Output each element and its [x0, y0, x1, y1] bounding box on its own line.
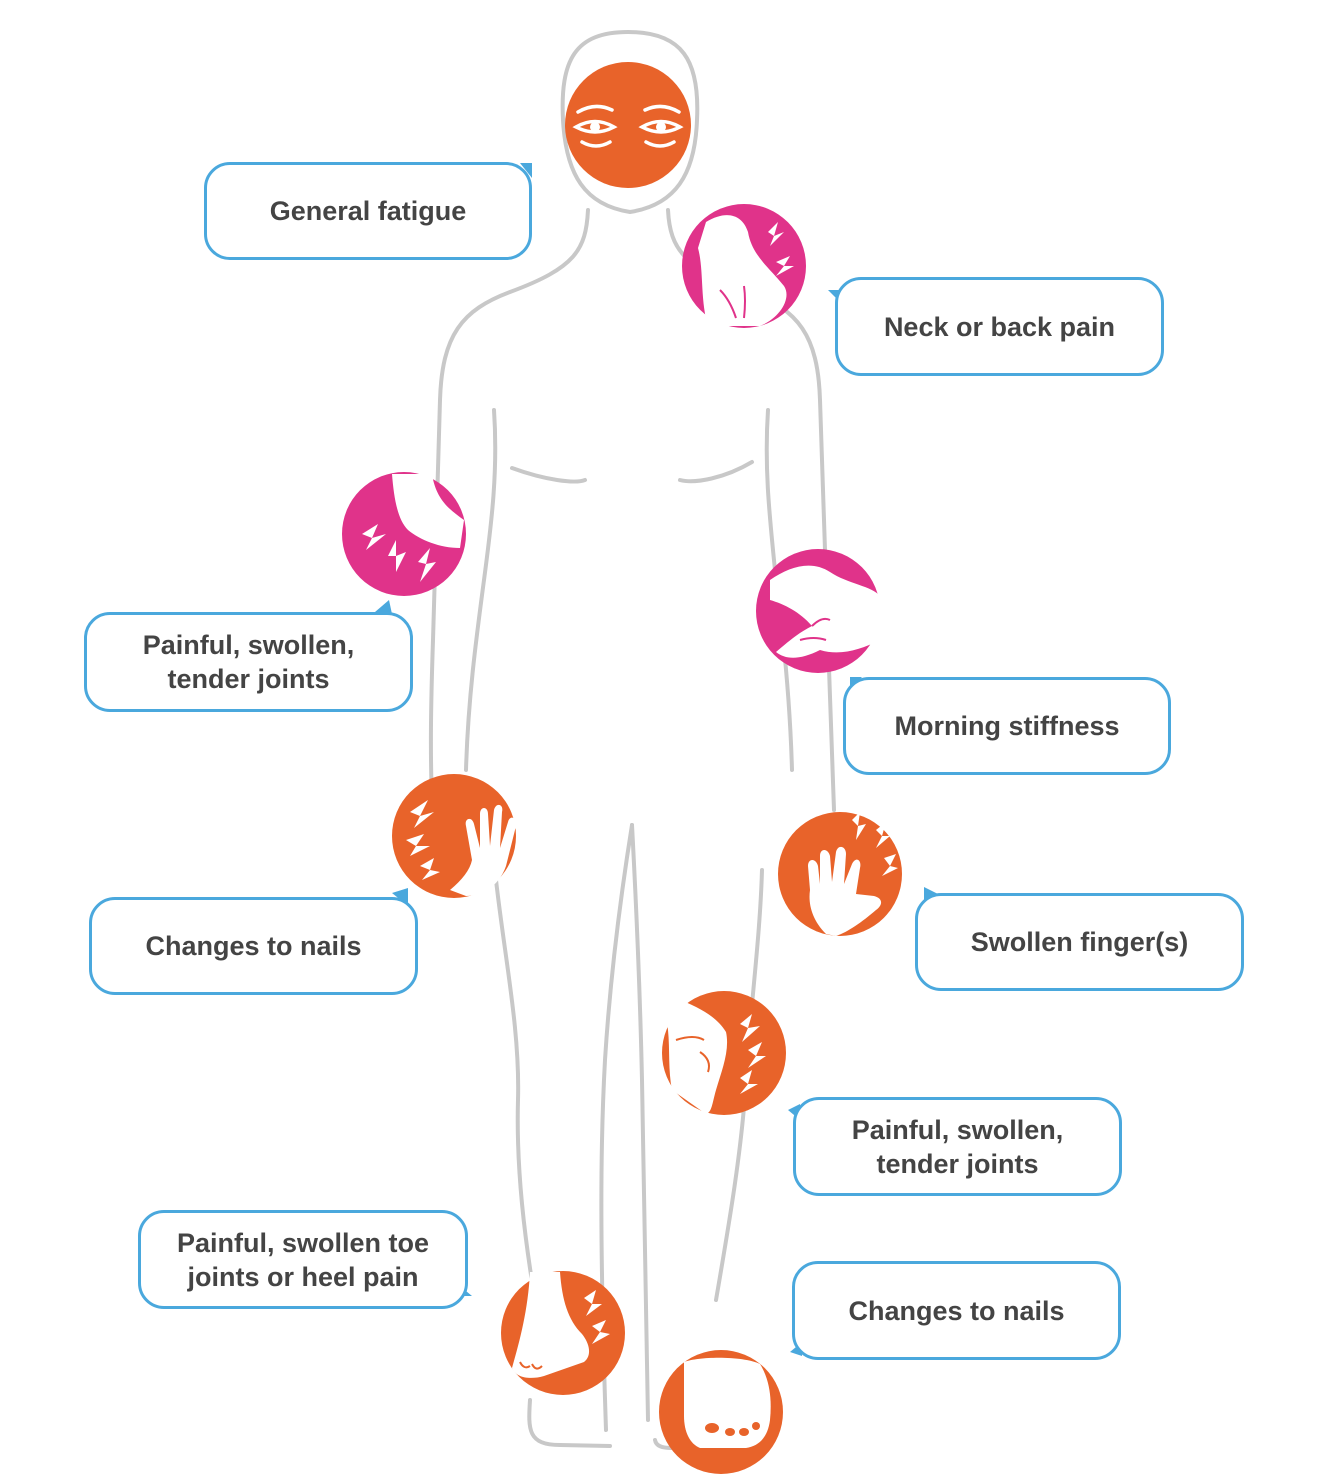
callout-label: Changes to nails [848, 1295, 1065, 1326]
pointer-joints-left [375, 600, 392, 614]
toes-icon [659, 1350, 783, 1474]
elbow-stiffness-icon [756, 549, 880, 673]
callout-label: Painful, swollen toe joints or heel pain [176, 1227, 430, 1292]
callout-toe-heel: Painful, swollen toe joints or heel pain [138, 1210, 468, 1309]
left-foot [527, 1398, 612, 1448]
head-outline [560, 30, 700, 214]
callout-label: Painful, swollen, tender joints [851, 1114, 1064, 1179]
callout-label: Changes to nails [145, 931, 362, 961]
crotch-line [630, 823, 650, 1422]
callout-label: Neck or back pain [883, 311, 1116, 342]
hand-fingers-icon [778, 812, 902, 936]
left-leg-outer [494, 878, 537, 1302]
callout-label: Painful, swollen, tender joints [142, 630, 355, 694]
callout-nails-hand: Changes to nails [89, 897, 418, 995]
elbow-joint-icon [342, 472, 466, 596]
callout-morning-stiffness: Morning stiffness [843, 677, 1171, 775]
callout-label: Morning stiffness [894, 711, 1120, 741]
body-left-side [428, 208, 590, 802]
face-eyes-icon [565, 62, 691, 188]
hand-icon [392, 774, 517, 898]
callout-general-fatigue: General fatigue [204, 162, 532, 260]
neck-back-icon [682, 204, 806, 328]
knee-joint-icon [662, 991, 786, 1115]
callout-swollen-fingers: Swollen finger(s) [915, 893, 1244, 991]
callout-label: General fatigue [269, 196, 467, 226]
chest-right [678, 460, 754, 484]
callout-joints-knee: Painful, swollen, tender joints [793, 1097, 1122, 1196]
chest-left [510, 466, 587, 484]
callout-nails-foot: Changes to nails [792, 1261, 1121, 1360]
callout-joints-upper: Painful, swollen, tender joints [84, 612, 413, 712]
callout-neck-back-pain: Neck or back pain [835, 277, 1164, 376]
callout-label: Swollen finger(s) [970, 927, 1189, 957]
right-foot [653, 1438, 674, 1450]
heel-foot-icon [501, 1271, 625, 1395]
inner-left-arm [464, 408, 498, 772]
